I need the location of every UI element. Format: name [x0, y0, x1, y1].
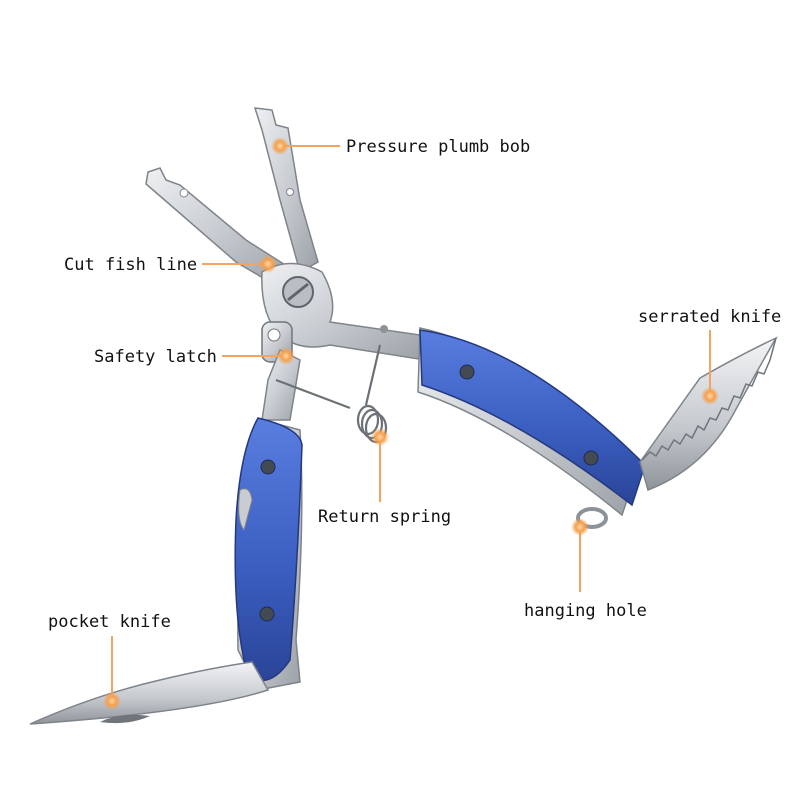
callout-label: Return spring: [318, 507, 451, 527]
callout-label: Cut fish line: [64, 255, 197, 275]
callout-hanging-hole: hanging hole: [524, 518, 647, 621]
left-arm-steel: [261, 348, 301, 421]
small-rivet: [380, 325, 388, 333]
jaw-hole: [286, 188, 294, 196]
callout-marker: [259, 255, 277, 273]
callout-cut-fish-line: Cut fish line: [64, 255, 277, 275]
serrated-blade: [639, 336, 778, 491]
callout-marker: [371, 428, 389, 446]
callout-label: hanging hole: [524, 601, 647, 621]
jaw-hole: [179, 188, 189, 198]
callout-serrated-knife: serrated knife: [638, 307, 781, 405]
callout-marker: [277, 347, 295, 365]
right-handle: [417, 327, 646, 529]
callout-label: serrated knife: [638, 307, 781, 327]
callout-label: Pressure plumb bob: [346, 137, 530, 157]
callout-pressure-plumb-bob: Pressure plumb bob: [271, 137, 530, 157]
callout-label: pocket knife: [48, 612, 171, 632]
pocket-knife-blade: [29, 661, 270, 725]
callout-pocket-knife: pocket knife: [48, 612, 171, 710]
pliers-illustration: [29, 107, 778, 725]
callouts: Pressure plumb bob Cut fish line Safety …: [48, 137, 781, 710]
callout-marker: [103, 692, 121, 710]
upper-jaw: [253, 107, 319, 274]
left-handle: [234, 417, 303, 691]
callout-marker: [271, 137, 289, 155]
callout-marker: [571, 518, 589, 536]
callout-safety-latch: Safety latch: [94, 347, 295, 367]
pivot-screw-slot: [287, 282, 309, 302]
pocket-knife-nail-nick: [100, 714, 150, 724]
callout-label: Safety latch: [94, 347, 217, 367]
callout-return-spring: Return spring: [318, 428, 451, 527]
hanging-ring: [576, 507, 608, 529]
callout-marker: [701, 387, 719, 405]
